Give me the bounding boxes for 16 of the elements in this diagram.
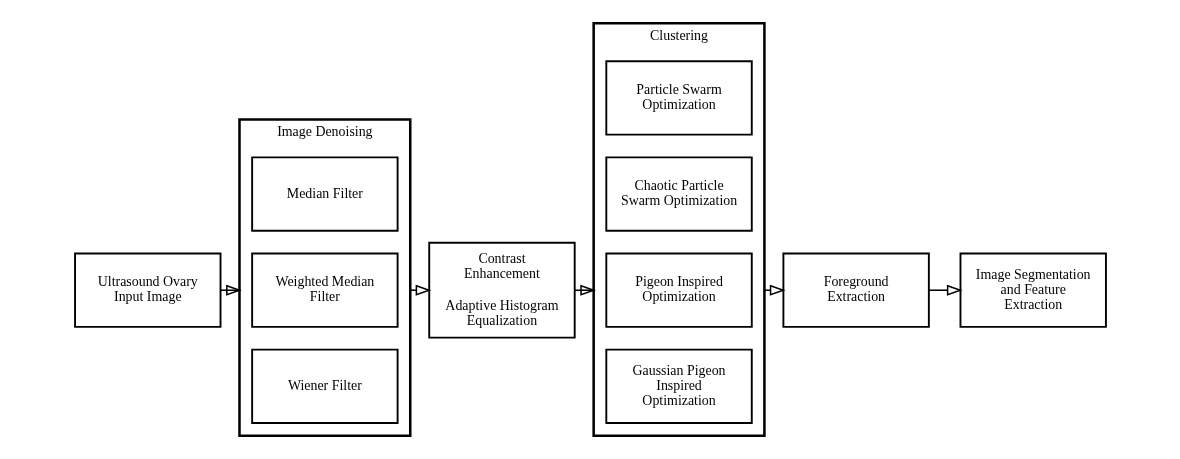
- arrow: [573, 284, 596, 296]
- arrow: [409, 284, 431, 296]
- node-box: Foreground Extraction: [781, 252, 930, 328]
- node-box: Median Filter: [250, 156, 399, 232]
- node-box: Weighted Median Filter: [250, 252, 399, 328]
- arrow: [219, 284, 242, 296]
- node-box: Particle Swarm Optimization: [604, 60, 753, 136]
- node-box: Ultrasound Ovary Input Image: [73, 252, 221, 328]
- node-box: Gaussian Pigeon Inspired Optimization: [604, 348, 753, 424]
- node-box: Image Segmentation and Feature Extraction: [959, 252, 1107, 328]
- node-box: Wiener Filter: [250, 348, 399, 424]
- node-box: Pigeon Inspired Optimization: [604, 252, 753, 328]
- node-box: Chaotic Particle Swarm Optimization: [604, 156, 753, 232]
- arrow: [763, 284, 785, 296]
- arrow: [927, 284, 963, 296]
- node-box: Contrast Enhancement Adaptive Histogram Equalization: [427, 241, 576, 339]
